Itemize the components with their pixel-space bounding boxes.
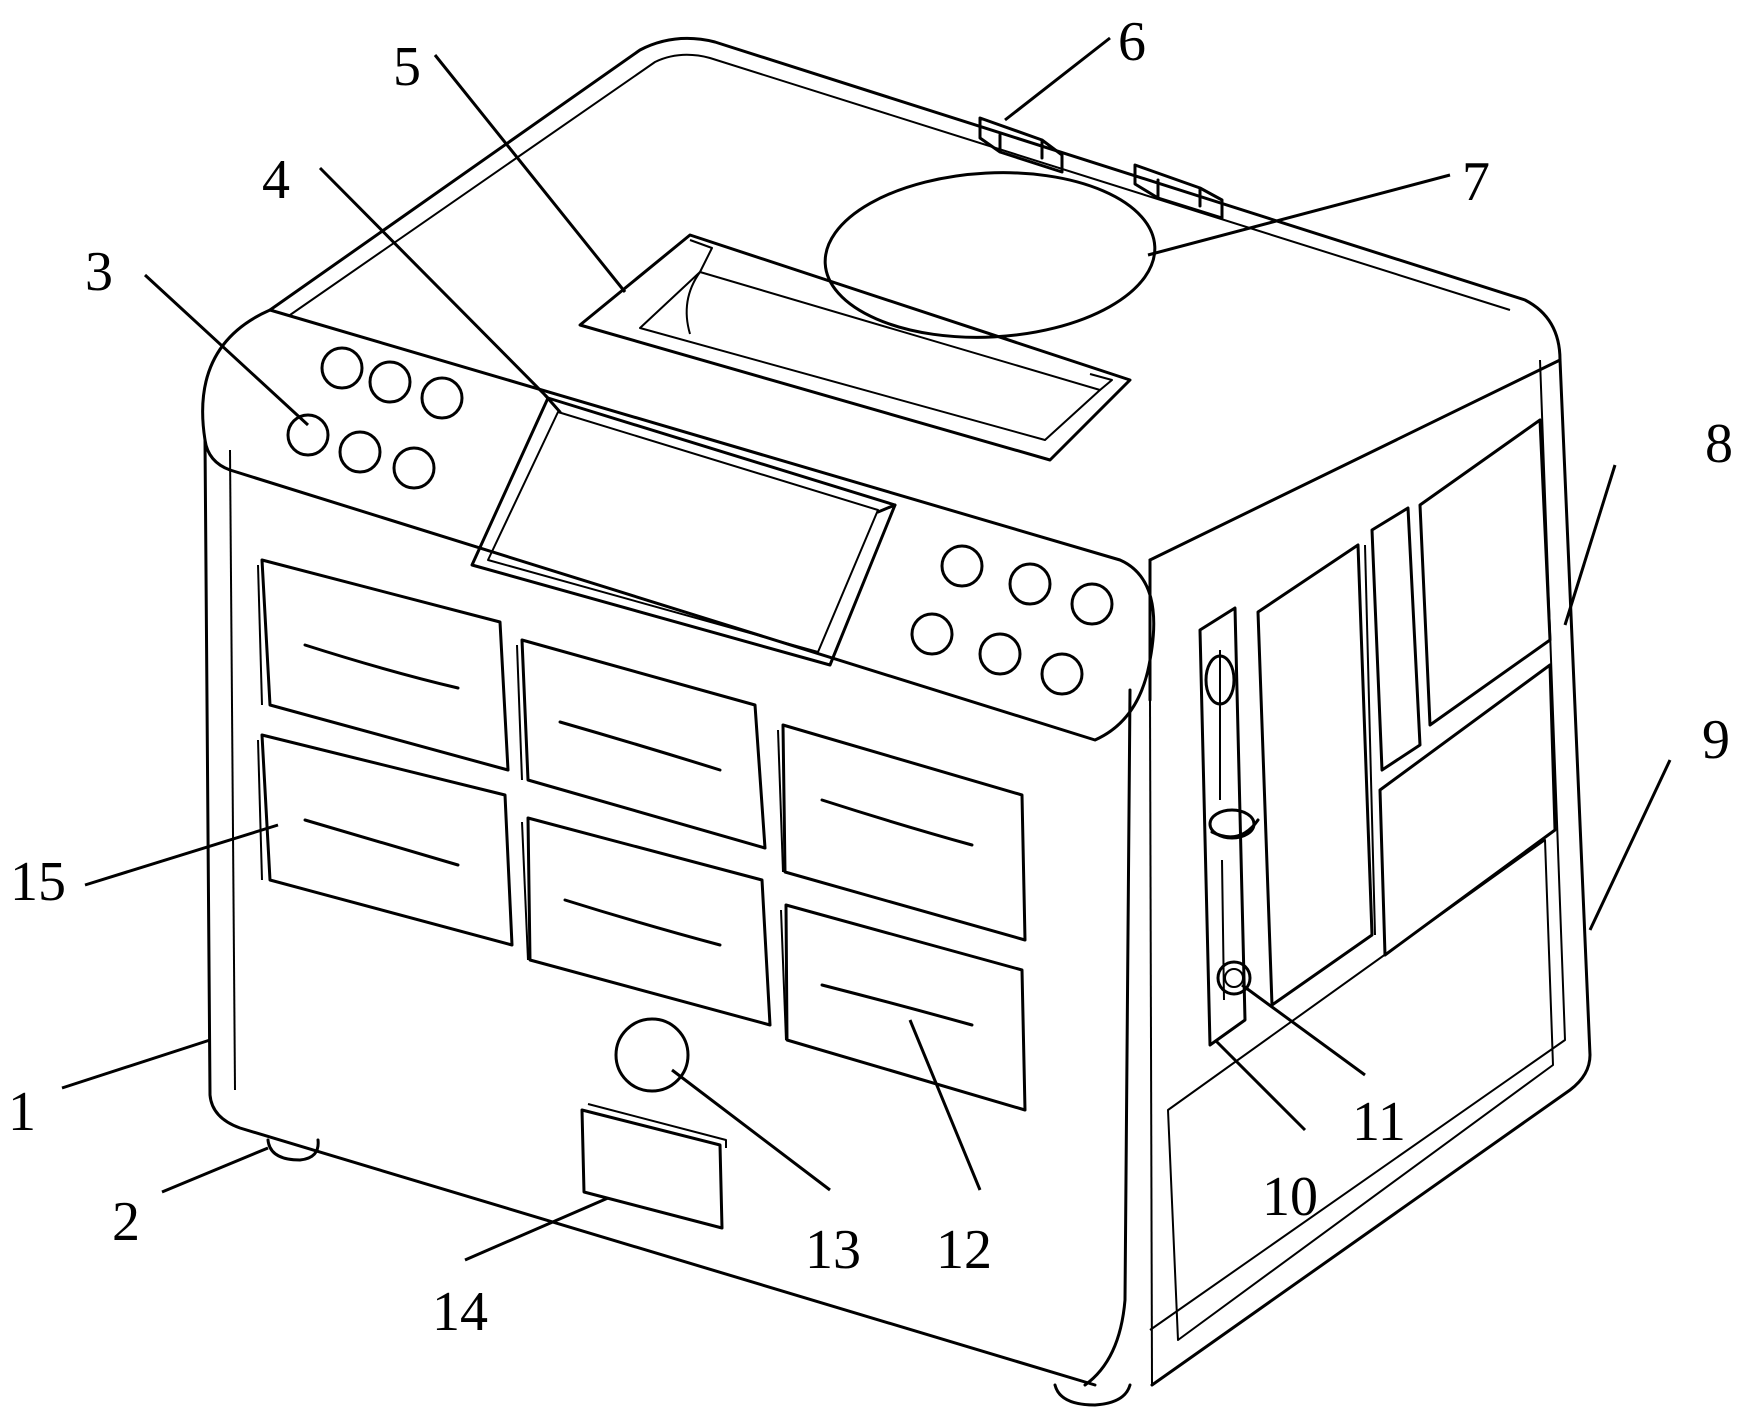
button-icon <box>942 546 982 586</box>
label-11: 11 <box>1352 1091 1406 1153</box>
right-lower-panel <box>1168 840 1553 1340</box>
side-door <box>1200 608 1258 1045</box>
label-6: 6 <box>1118 11 1146 73</box>
label-4: 4 <box>262 149 290 211</box>
label-14: 14 <box>432 1281 488 1343</box>
label-1: 1 <box>8 1081 36 1143</box>
drawers <box>258 560 1025 1110</box>
leader-13 <box>672 1070 830 1190</box>
label-3: 3 <box>85 241 113 303</box>
leader-12 <box>910 1020 980 1190</box>
leader-11 <box>1242 985 1365 1075</box>
leader-2 <box>162 1148 268 1192</box>
label-13: 13 <box>805 1219 861 1281</box>
leader-4 <box>320 168 548 398</box>
leader-14 <box>465 1198 608 1260</box>
top-face <box>270 38 1560 560</box>
label-5: 5 <box>393 36 421 98</box>
front-knob <box>616 1019 688 1091</box>
leader-15 <box>85 825 278 885</box>
button-icon <box>1042 654 1082 694</box>
front-slot <box>582 1104 726 1228</box>
button-icon <box>980 634 1020 674</box>
button-icon <box>912 614 952 654</box>
leader-10 <box>1215 1040 1305 1130</box>
hinges <box>980 118 1222 218</box>
leader-1 <box>62 1040 210 1088</box>
lid-circle <box>821 164 1159 345</box>
leader-8 <box>1565 465 1615 625</box>
leader-6 <box>1005 38 1110 120</box>
display-screen <box>472 395 895 665</box>
label-10: 10 <box>1262 1166 1318 1228</box>
top-face-inner-edge <box>290 55 1510 315</box>
button-icon <box>1072 584 1112 624</box>
right-buttons <box>912 546 1112 694</box>
button-icon <box>322 348 362 388</box>
label-9: 9 <box>1702 709 1730 771</box>
feet <box>268 1140 1130 1405</box>
device-body <box>205 38 1590 1385</box>
label-2: 2 <box>112 1191 140 1253</box>
label-8: 8 <box>1705 413 1733 475</box>
side-panels <box>1258 420 1555 1005</box>
label-7: 7 <box>1462 151 1490 213</box>
left-buttons <box>288 348 462 488</box>
top-lid <box>821 164 1159 345</box>
leader-3 <box>145 275 308 425</box>
control-panel-band <box>203 310 1154 740</box>
front-right-corner <box>1085 690 1130 1385</box>
leader-9 <box>1590 760 1670 930</box>
button-icon <box>1010 564 1050 604</box>
label-12: 12 <box>936 1219 992 1281</box>
label-15: 15 <box>10 851 66 913</box>
button-icon <box>394 448 434 488</box>
leader-lines <box>62 38 1670 1260</box>
button-icon <box>422 378 462 418</box>
button-icon <box>340 432 380 472</box>
button-icon <box>370 362 410 402</box>
button-icon <box>288 415 328 455</box>
reference-numerals: 1 2 3 4 5 6 7 8 9 10 11 12 13 14 15 <box>8 11 1733 1343</box>
